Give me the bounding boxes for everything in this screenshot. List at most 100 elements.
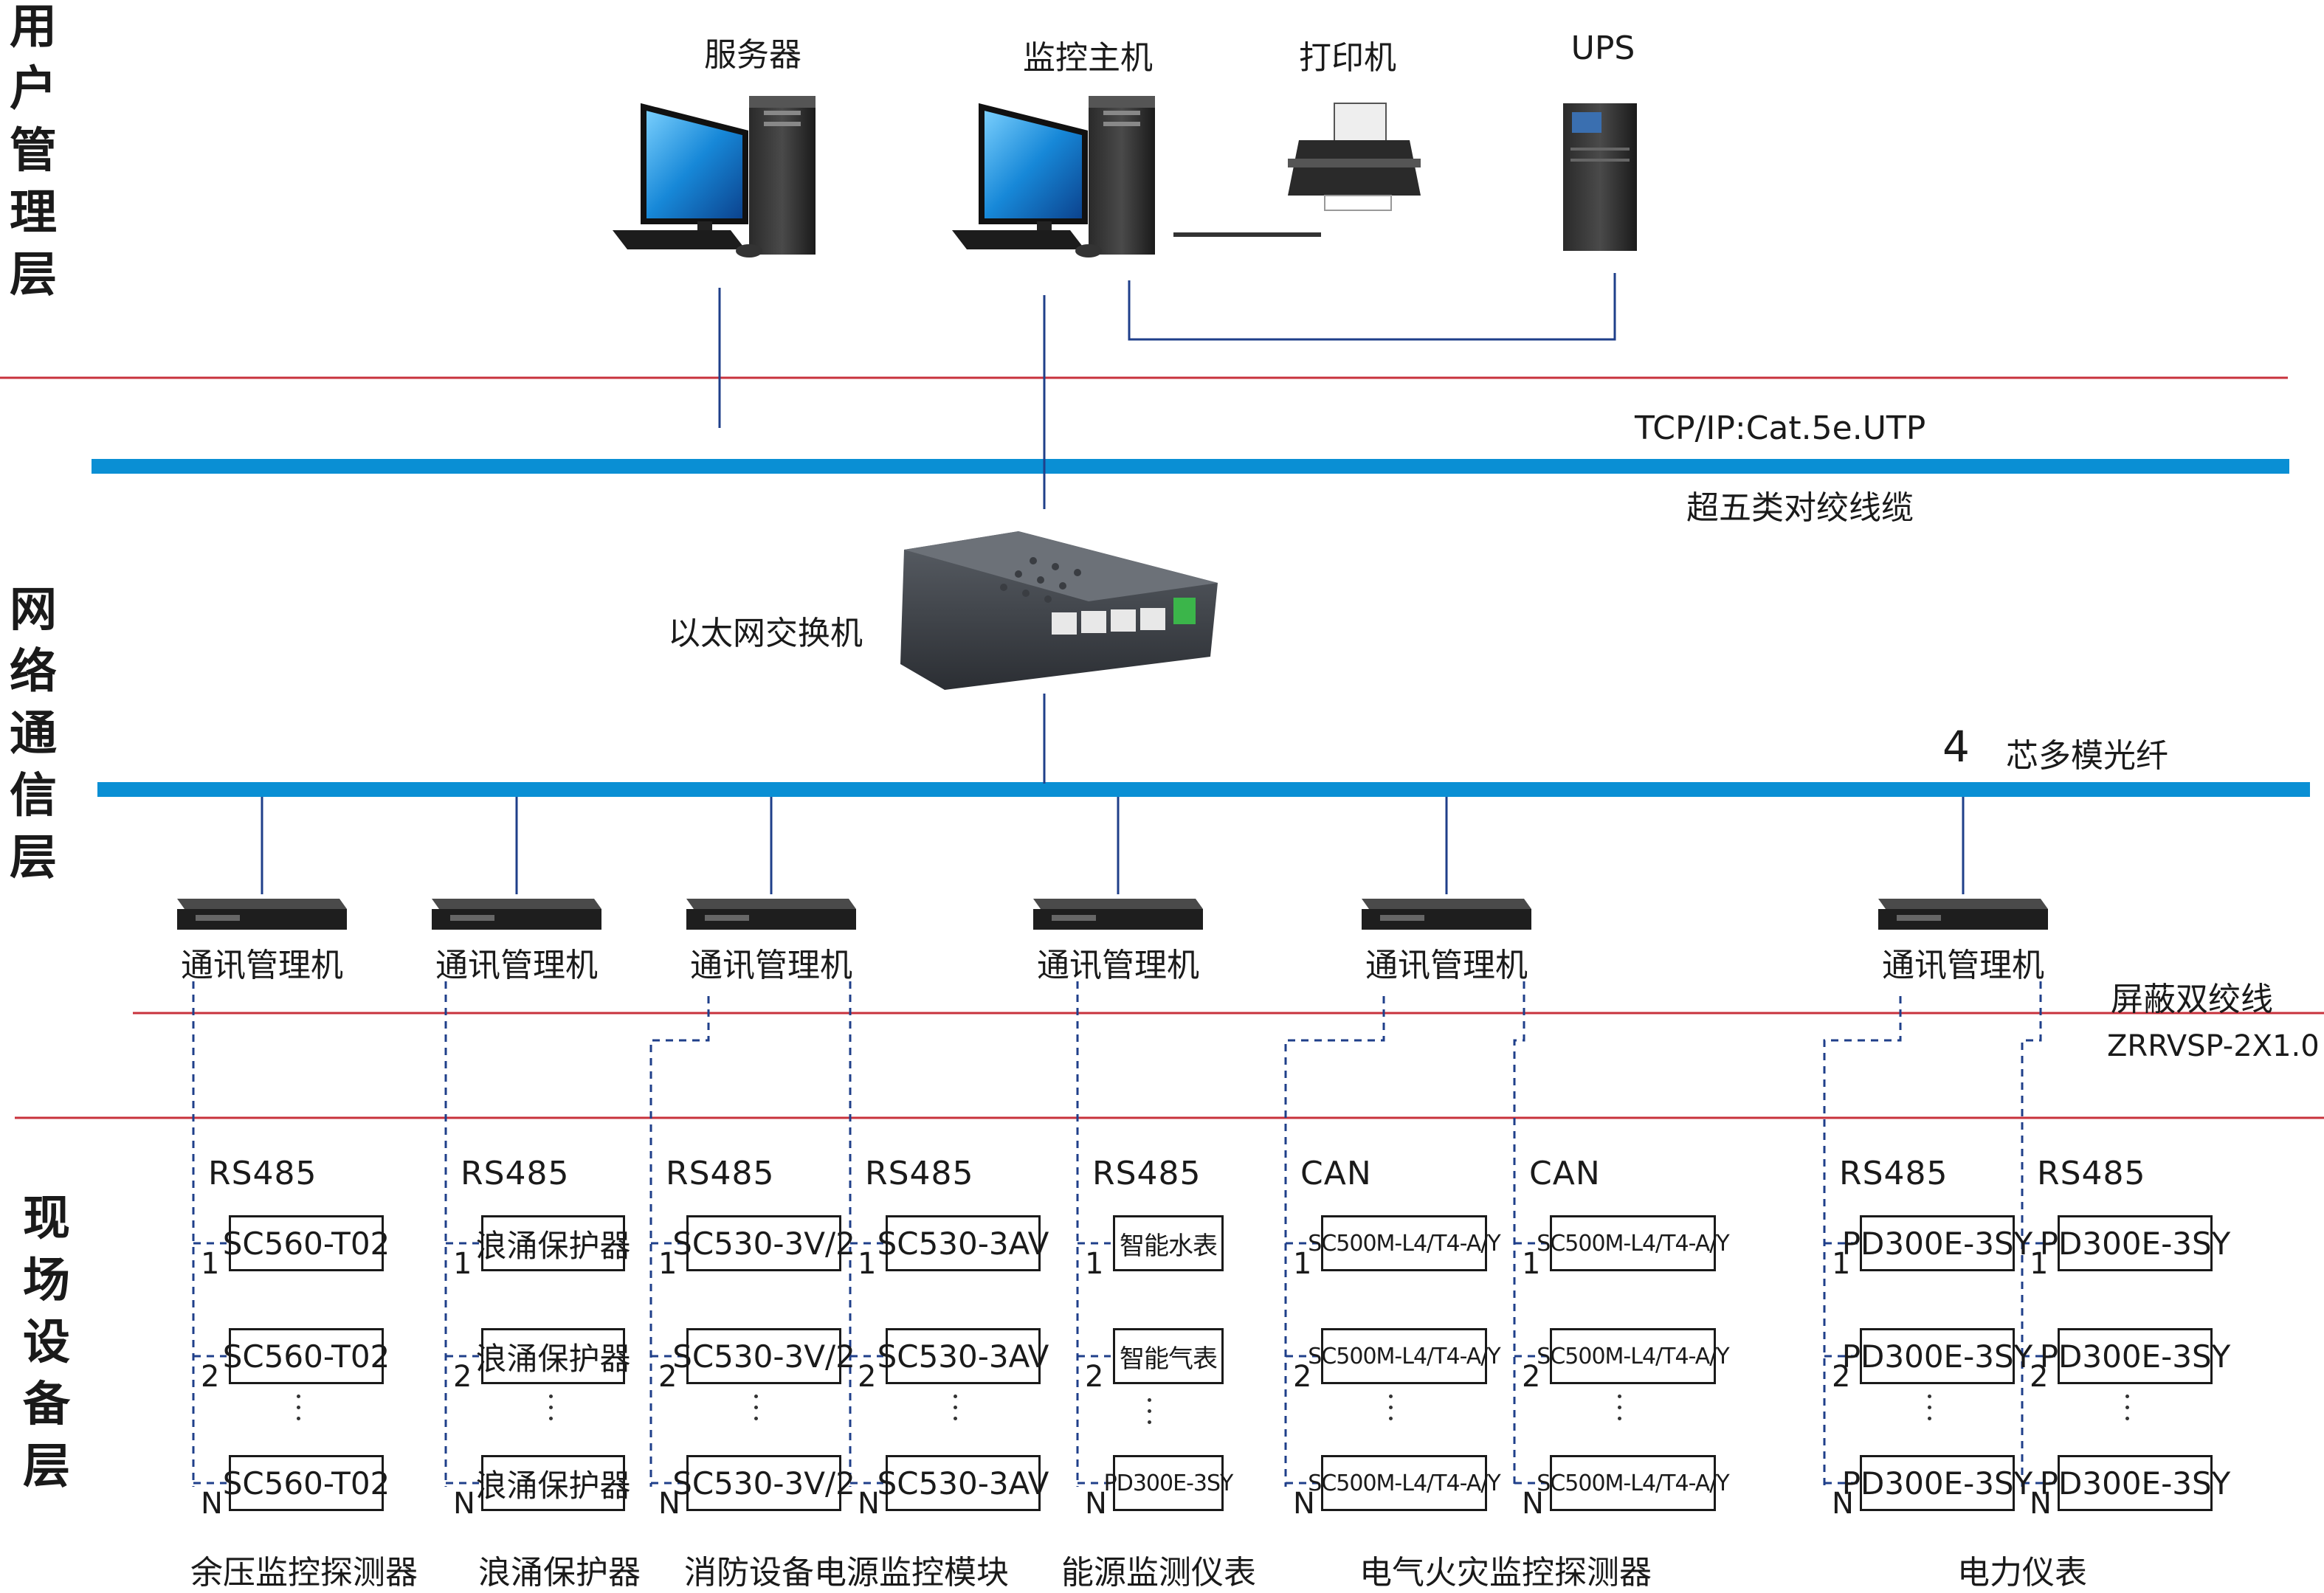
device-box: SC560-T02 bbox=[223, 1215, 390, 1271]
device-index: 1 bbox=[453, 1247, 472, 1281]
comm-manager-label: 通讯管理机 bbox=[181, 947, 343, 984]
ethernet-bus bbox=[92, 459, 2289, 474]
device-box: SC500M-L4/T4-A/Y bbox=[1537, 1328, 1730, 1384]
fiber-count-label: 4 bbox=[1942, 722, 1970, 772]
ellipsis-mark bbox=[754, 1395, 759, 1428]
device-index: 2 bbox=[858, 1360, 877, 1394]
device-box: SC500M-L4/T4-A/Y bbox=[1308, 1455, 1501, 1511]
device-index: 1 bbox=[658, 1247, 677, 1281]
ellipsis-mark bbox=[954, 1395, 958, 1428]
device-box: PD300E-3SY bbox=[2040, 1455, 2230, 1511]
server-icon bbox=[613, 96, 816, 258]
protocol-label: RS485 bbox=[865, 1155, 974, 1192]
protocol-label: RS485 bbox=[666, 1155, 775, 1192]
device-box: 智能水表 bbox=[1113, 1215, 1224, 1271]
device-index: 1 bbox=[2030, 1247, 2049, 1281]
fiber-label: 芯多模光纤 bbox=[2006, 737, 2168, 775]
protocol-label: RS485 bbox=[2037, 1155, 2146, 1192]
device-index: 1 bbox=[1085, 1247, 1104, 1281]
device-index: 1 bbox=[858, 1247, 877, 1281]
layer-title-field: 现场设备层 bbox=[23, 1192, 70, 1494]
comm-manager-label: 通讯管理机 bbox=[1365, 947, 1528, 984]
category-label: 浪涌保护器 bbox=[478, 1554, 641, 1592]
comm-manager-icon bbox=[1362, 899, 1531, 930]
device-box: SC530-3V/2 bbox=[672, 1215, 855, 1271]
device-index: 1 bbox=[201, 1247, 220, 1281]
device-box: 浪涌保护器 bbox=[476, 1215, 631, 1271]
printer-label: 打印机 bbox=[1299, 39, 1396, 77]
device-box: SC530-3V/2 bbox=[672, 1328, 855, 1384]
layer-title-network: 网络通信层 bbox=[10, 583, 57, 885]
device-box: 浪涌保护器 bbox=[476, 1328, 631, 1384]
device-box: SC560-T02 bbox=[223, 1328, 390, 1384]
layer-title-user: 用户管理层 bbox=[10, 0, 57, 303]
device-box: PD300E-3SY bbox=[1104, 1455, 1233, 1511]
device-box: PD300E-3SY bbox=[1842, 1215, 2032, 1271]
device-box: SC530-3V/2 bbox=[672, 1455, 855, 1511]
device-box: PD300E-3SY bbox=[1842, 1455, 2032, 1511]
comm-manager-icon bbox=[686, 899, 856, 930]
comm-manager-label: 通讯管理机 bbox=[1037, 947, 1199, 984]
device-index: 1 bbox=[1293, 1247, 1312, 1281]
device-index: 1 bbox=[1832, 1247, 1851, 1281]
field-bus-link bbox=[2021, 981, 2042, 1487]
ups-link bbox=[1128, 273, 1616, 341]
protocol-label: RS485 bbox=[1839, 1155, 1948, 1192]
switch-label: 以太网交换机 bbox=[668, 615, 863, 652]
category-label: 电力仪表 bbox=[1957, 1554, 2087, 1592]
comm-manager-label: 通讯管理机 bbox=[435, 947, 598, 984]
device-box: SC530-3AV bbox=[877, 1455, 1049, 1511]
protocol-label: RS485 bbox=[461, 1155, 570, 1192]
shield-label: 屏蔽双绞线 bbox=[2111, 981, 2273, 1018]
device-index: N bbox=[1085, 1487, 1107, 1521]
device-box: SC500M-L4/T4-A/Y bbox=[1537, 1215, 1730, 1271]
category-label: 消防设备电源监控模块 bbox=[684, 1554, 1009, 1592]
monitor-host-icon bbox=[952, 96, 1155, 258]
comm-manager-icon bbox=[1033, 899, 1203, 930]
device-index: 2 bbox=[658, 1360, 677, 1394]
ellipsis-mark bbox=[1928, 1395, 1932, 1428]
shield-spec-label: ZRRVSP-2X1.0 bbox=[2107, 1029, 2320, 1063]
device-index: N bbox=[453, 1487, 475, 1521]
category-label: 电气火灾监控探测器 bbox=[1359, 1554, 1652, 1592]
device-box: SC500M-L4/T4-A/Y bbox=[1308, 1215, 1501, 1271]
device-box: PD300E-3SY bbox=[1842, 1328, 2032, 1384]
device-box: SC530-3AV bbox=[877, 1328, 1049, 1384]
field-bus-link bbox=[1513, 981, 1525, 1487]
ellipsis-mark bbox=[1389, 1395, 1393, 1428]
device-index: 2 bbox=[2030, 1360, 2049, 1394]
protocol-label: RS485 bbox=[208, 1155, 317, 1192]
monitor-host-label: 监控主机 bbox=[1023, 39, 1153, 77]
device-index: N bbox=[658, 1487, 680, 1521]
server-label: 服务器 bbox=[704, 36, 801, 74]
protocol-label: RS485 bbox=[1092, 1155, 1201, 1192]
ellipsis-mark bbox=[1148, 1398, 1152, 1431]
ups-label: UPS bbox=[1570, 30, 1635, 67]
printer-icon bbox=[1288, 103, 1421, 211]
device-index: N bbox=[858, 1487, 880, 1521]
device-index: 2 bbox=[1522, 1360, 1541, 1394]
ethernet-switch-icon bbox=[900, 531, 1218, 690]
device-box: 智能气表 bbox=[1113, 1328, 1224, 1384]
device-box: SC500M-L4/T4-A/Y bbox=[1537, 1455, 1730, 1511]
field-bus-link bbox=[1823, 996, 1902, 1487]
device-index: 2 bbox=[1085, 1360, 1104, 1394]
comm-manager-icon bbox=[432, 899, 601, 930]
device-index: N bbox=[2030, 1487, 2052, 1521]
tcp-label: TCP/IP:Cat.5e.UTP bbox=[1635, 410, 1926, 447]
device-index: 2 bbox=[1832, 1360, 1851, 1394]
ellipsis-mark bbox=[1618, 1395, 1622, 1428]
device-box: PD300E-3SY bbox=[2040, 1215, 2230, 1271]
comm-manager-label: 通讯管理机 bbox=[690, 947, 852, 984]
device-index: 2 bbox=[453, 1360, 472, 1394]
category-label: 余压监控探测器 bbox=[190, 1554, 418, 1592]
device-index: N bbox=[1522, 1487, 1544, 1521]
device-box: SC530-3AV bbox=[877, 1215, 1049, 1271]
device-index: 2 bbox=[201, 1360, 220, 1394]
cat5-label: 超五类对绞线缆 bbox=[1686, 489, 1914, 527]
device-box: SC500M-L4/T4-A/Y bbox=[1308, 1328, 1501, 1384]
comm-manager-icon bbox=[177, 899, 347, 930]
fiber-bus bbox=[97, 782, 2310, 797]
device-index: 2 bbox=[1293, 1360, 1312, 1394]
